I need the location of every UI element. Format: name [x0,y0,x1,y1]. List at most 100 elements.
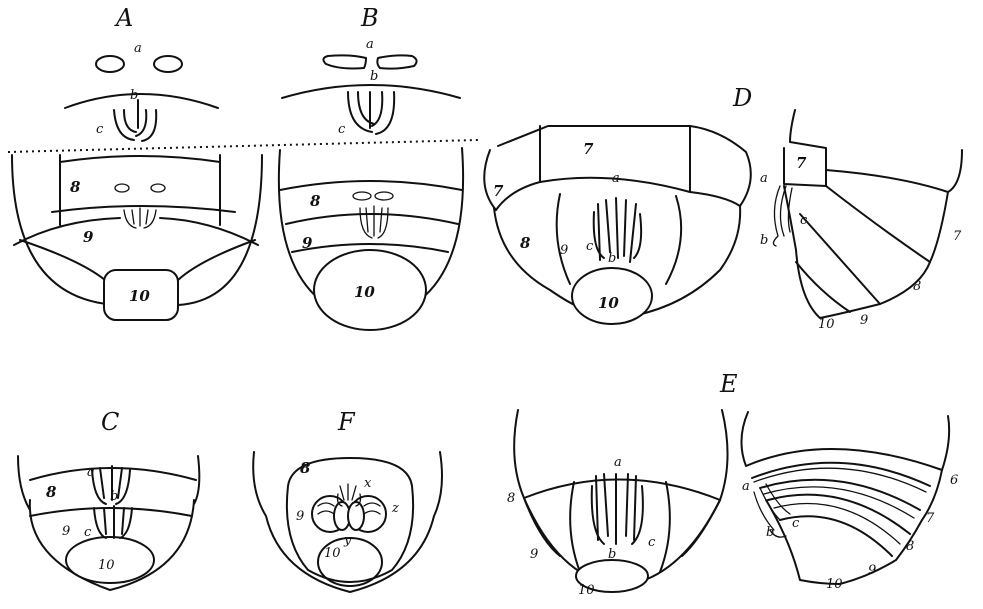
figure-c-outline [17,455,201,591]
figure-e-side-claspers [753,483,791,538]
figure-d-side-claspers [772,185,793,247]
figure-e-front-inner [569,481,671,573]
figure-d-side-label-7-box: 7 [796,154,807,172]
figure-f-label-10: 10 [324,546,341,561]
figure-e-title: E [719,370,738,398]
figure-b-small-oval-left [352,191,372,201]
figure-c-segment-10 [65,536,155,584]
figure-e-front-outline [513,409,729,557]
figure-b: B a b c 8 9 10 [277,4,465,331]
figure-d-front-label-b: b [608,251,616,266]
figure-e-side-label-7: 7 [926,511,935,526]
figure-e-front-label-b: b [608,547,616,562]
figure-a-small-oval-left [114,183,130,193]
figure-a-title: A [114,4,133,32]
figure-f-lobe-shading [317,502,381,515]
figure-d-front-outline [483,125,752,211]
figure-c-title: C [101,408,119,436]
figure-d-front-segment-10 [571,267,653,325]
figure-a-label-c-detail: c [96,122,104,137]
figure-f-label-x: x [364,476,372,491]
figure-f-label-8: 8 [300,459,311,477]
figure-d-front: D 7 7 a 8 9 c b 10 [483,84,752,325]
figure-d-side-outline [783,109,963,319]
figure-f: F 8 x z y 9 10 [252,408,443,593]
figure-d-front-inner [555,193,683,285]
figure-f-segment-10 [317,537,383,587]
figure-a-small-oval-right [150,183,166,193]
figure-e-front-label-a: a [614,455,622,470]
figure-d-side-label-10: 10 [818,317,835,332]
figure-b-small-claspers [359,205,389,239]
figure-d-front-label-c: c [586,239,594,254]
figure-a-label-10: 10 [129,287,150,305]
figure-b-detail-arc [281,84,461,99]
figure-e-front: E a 8 9 b c 10 [507,370,738,598]
figure-b-abdomen-outline [277,147,465,301]
figure-d-front-segment-7 [539,125,691,193]
figure-f-label-y: y [343,533,352,548]
figure-b-label-c-detail: c [338,122,346,137]
figure-e-side-outline [740,411,951,471]
figure-b-title: B [360,4,379,32]
figure-d-side-label-9: 9 [860,313,868,328]
figure-f-segment-9-border [285,457,415,583]
figure-b-small-oval-right [374,191,394,201]
figure-d-side-label-c: c [800,213,808,228]
figure-e-front-label-9: 9 [530,547,538,562]
figure-e-side-label-b: b [766,525,774,540]
figure-a-label-9: 9 [83,228,94,246]
figure-b-detail-claspers [347,91,396,135]
figure-a-abdomen-outline [11,154,263,306]
figure-e-side-label-10: 10 [826,577,843,592]
figure-a-small-claspers [123,207,157,229]
figure-a: A a b c 8 9 10 [11,4,263,321]
figure-e-side-label-8: 8 [906,539,914,554]
figure-d-side-label-a: a [760,171,768,186]
figure-a-detail-left-oval [95,55,125,73]
figure-a-segment-10 [103,269,179,321]
figure-d-front-claspers [592,197,643,263]
figure-e-side: 6 a b c 7 8 9 10 [740,411,958,592]
figure-a-detail-right-oval [153,55,183,73]
separator-dotted-line [7,139,479,153]
figure-c-claspers [91,465,133,539]
figure-a-segment-lines [13,154,259,246]
figure-d-side-label-8: 8 [913,279,921,294]
figure-d-side-label-7: 7 [953,229,962,244]
figure-e-front-label-c: c [648,535,656,550]
figure-d-front-label-7-side: 7 [493,182,504,200]
figure-d-side-segment-lines [795,185,931,313]
figure-b-label-b-detail: b [370,69,378,84]
figure-e-side-label-6: 6 [950,473,958,488]
figure-d-front-label-8: 8 [520,234,531,252]
figure-f-outline [252,451,443,593]
figure-e-front-segment-10 [575,559,649,593]
figure-b-segment-10 [313,249,427,331]
figure-a-label-b-detail: b [130,88,138,103]
figure-e-side-double-lines [753,467,927,545]
figure-d-front-label-7-top: 7 [583,140,594,158]
figure-c-label-c: c [84,525,92,540]
figure-a-label-8: 8 [70,178,81,196]
figure-d-front-label-a: a [612,171,620,186]
figure-a-detail-claspers [113,99,158,142]
figure-f-title: F [337,408,356,436]
figure-d-front-label-10: 10 [598,294,619,312]
figure-d-title: D [732,84,752,112]
figure-b-label-9: 9 [302,234,313,252]
figure-f-center-lobe-right [347,501,365,531]
figure-d-side: 7 a c b 7 8 9 10 [760,109,963,332]
figure-b-detail-ovals [322,54,418,70]
figure-c-label-10: 10 [98,558,115,573]
figure-d-front-label-9: 9 [560,243,568,258]
figure-a-label-a-detail: a [134,41,142,56]
figure-c-segment-9-line [29,507,193,517]
figure-c-label-a: a [87,465,95,480]
figure-f-small-claspers [336,483,362,507]
figure-e-side-label-c: c [792,516,800,531]
figure-b-label-8: 8 [310,192,321,210]
figure-b-segment-lines [279,180,463,253]
figure-c-label-8: 8 [46,483,57,501]
